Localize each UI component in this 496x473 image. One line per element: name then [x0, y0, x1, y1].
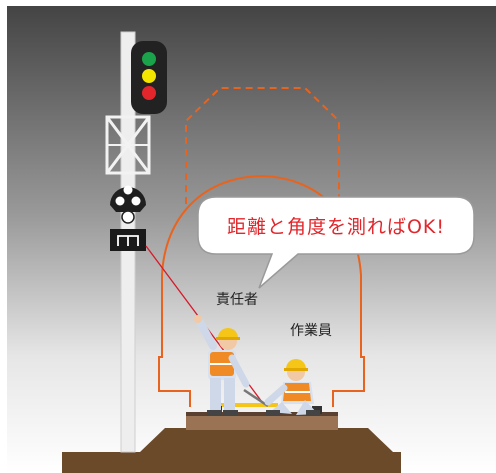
worker-label: 作業員: [290, 323, 332, 339]
speech-bubble-text: 距離と角度を測ればOK!: [227, 216, 445, 238]
ground: [62, 452, 401, 473]
position-light-icon: [110, 185, 146, 224]
rail: [186, 412, 338, 416]
upper-clearance-dashed: [185, 87, 340, 204]
ballast-mound: [140, 428, 393, 452]
signal-head-icon: [131, 41, 167, 114]
supervisor-worker-icon: [194, 315, 250, 416]
rail-sleeper: [186, 416, 338, 430]
crouching-worker-icon: [264, 359, 320, 416]
clearance-outline: [158, 174, 365, 407]
supervisor-label: 責任者: [216, 292, 258, 308]
indicator-box-icon: [110, 229, 146, 251]
speech-bubble: 距離と角度を測ればOK!: [197, 196, 475, 289]
